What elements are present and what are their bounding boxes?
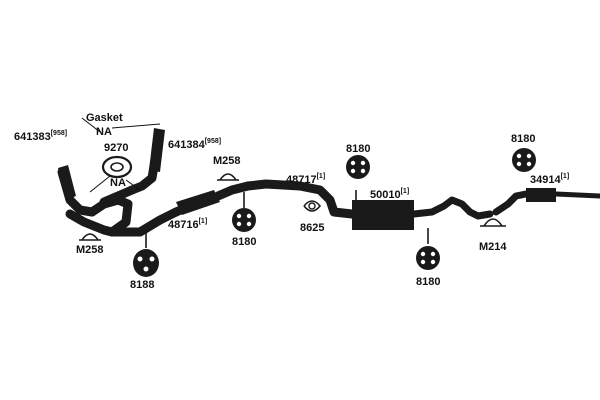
muffler-50010 [352, 196, 494, 230]
clamp-m258-left-icon [79, 233, 101, 241]
hanger-8188-icon [133, 232, 159, 277]
pipe-48716 [171, 181, 253, 217]
clamp-8625-icon [303, 200, 322, 212]
label-50010-number: 50010 [370, 189, 401, 201]
label-50010-ref: [1] [401, 188, 410, 195]
gasket-9270-icon [101, 155, 133, 179]
pipe-48717 [243, 179, 357, 219]
hanger-8180-d-icon [512, 148, 536, 172]
pipe-641383 [57, 165, 97, 217]
tail-pipe [492, 188, 600, 216]
label-641383-number: 641383 [14, 131, 51, 143]
label-48717-ref: [1] [317, 173, 326, 180]
hanger-8180-a-icon [232, 192, 256, 232]
label-50010: 50010[1] [370, 188, 409, 201]
label-gasket: Gasket [86, 112, 123, 124]
y-pipe [65, 185, 181, 237]
label-8180-c: 8180 [416, 276, 440, 288]
label-na-mid: NA [110, 177, 126, 189]
hanger-8180-b-icon [346, 155, 370, 200]
label-48717-number: 48717 [286, 174, 317, 186]
label-8625: 8625 [300, 222, 324, 234]
label-48716-ref: [1] [199, 218, 208, 225]
label-48717: 48717[1] [286, 173, 325, 186]
pipe-641384 [127, 128, 165, 195]
label-na-top: NA [96, 126, 112, 138]
label-641384: 641384[958] [168, 138, 221, 151]
label-8180-d: 8180 [511, 133, 535, 145]
label-34914-ref: [1] [561, 173, 570, 180]
label-8180-b: 8180 [346, 143, 370, 155]
clamp-m214-icon [480, 218, 506, 227]
label-641384-number: 641384 [168, 139, 206, 151]
label-m258-left: M258 [76, 244, 104, 256]
label-641384-ref: [958] [205, 138, 221, 145]
label-9270: 9270 [104, 142, 128, 154]
hanger-8180-c-icon [416, 228, 440, 270]
leader-lines [81, 117, 161, 193]
label-34914-number: 34914 [530, 174, 561, 186]
label-48716: 48716[1] [168, 218, 207, 231]
clamp-m258-top-icon [217, 173, 239, 181]
label-34914: 34914[1] [530, 173, 569, 186]
label-m214: M214 [479, 241, 507, 253]
label-641383: 641383[958] [14, 130, 67, 143]
label-8180-a: 8180 [232, 236, 256, 248]
label-48716-number: 48716 [168, 219, 199, 231]
label-641383-ref: [958] [51, 130, 67, 137]
label-8188: 8188 [130, 279, 154, 291]
label-m258-top: M258 [213, 155, 241, 167]
